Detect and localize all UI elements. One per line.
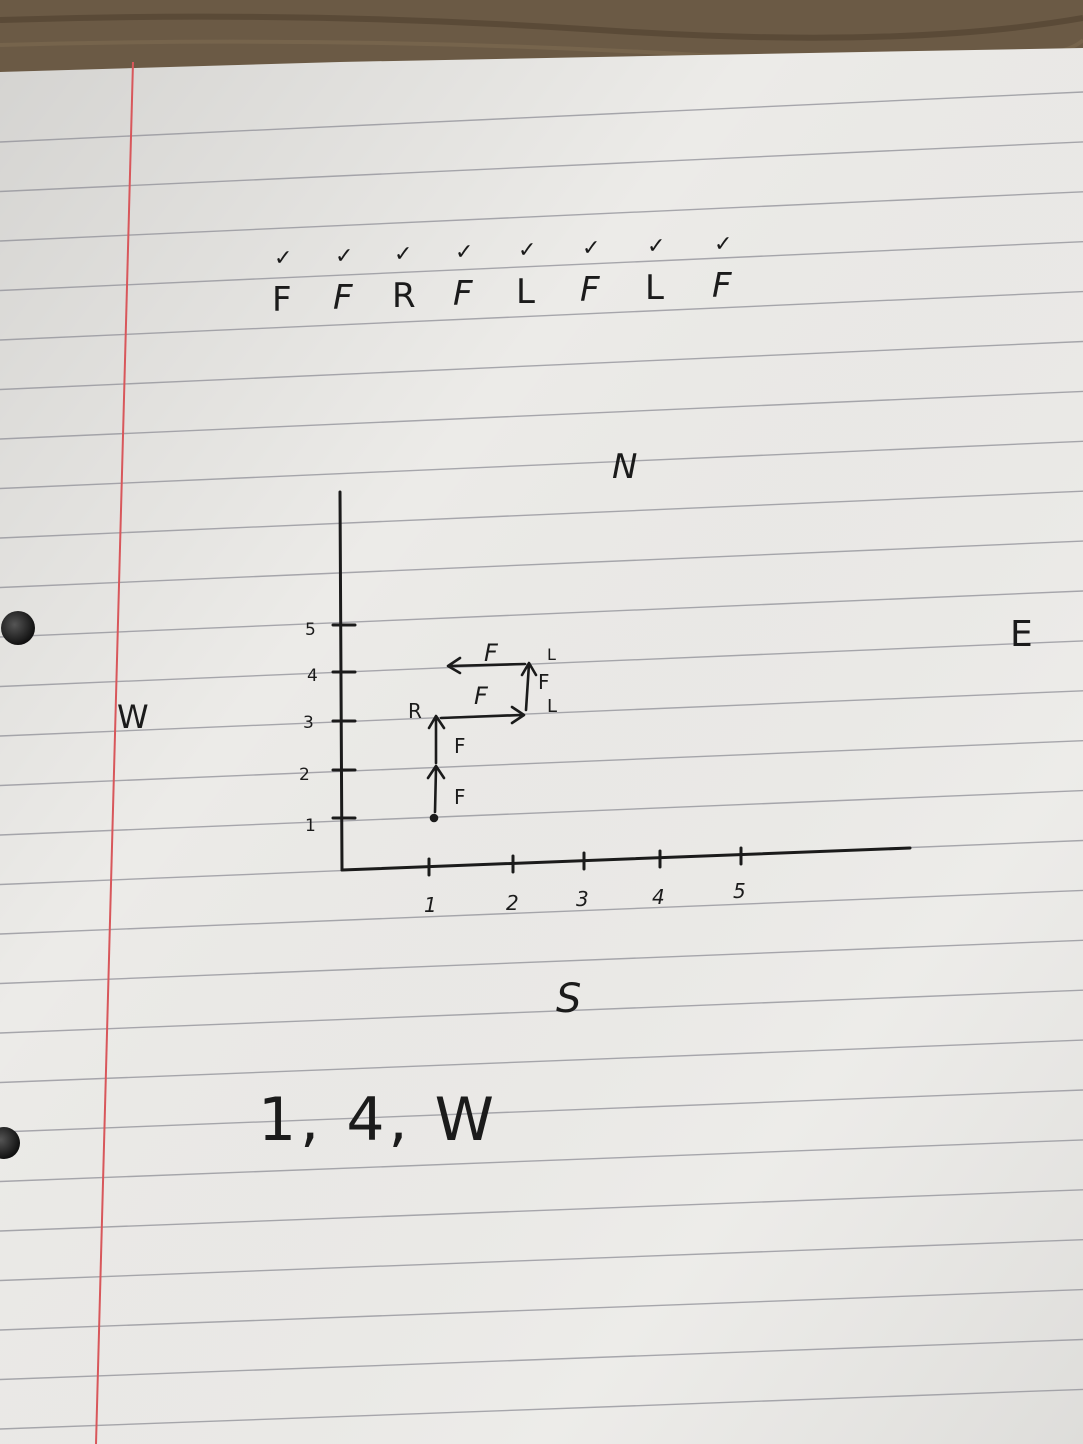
command-letter: F <box>712 266 732 306</box>
path-arrow-2 <box>427 714 446 765</box>
binder-hole <box>0 1127 20 1159</box>
command-letter: F <box>453 274 473 314</box>
rule-line <box>0 1139 1083 1183</box>
check-mark-icon: ✓ <box>647 234 665 259</box>
command-letter: F <box>580 270 600 310</box>
rule-line <box>0 889 1083 935</box>
path-arrow-5 <box>446 656 527 675</box>
x-tick-label: 4 <box>652 885 665 909</box>
rule-line <box>0 1288 1083 1331</box>
rule-line <box>0 440 1083 490</box>
label-move-5: F <box>484 639 499 667</box>
path-arrow-1 <box>426 764 446 814</box>
rule-line <box>0 1189 1083 1232</box>
command-letter: F <box>333 278 353 318</box>
compass-west: W <box>117 698 149 736</box>
y-axis-tick-labels: 1 2 3 4 5 <box>299 620 318 836</box>
label-move-3: F <box>474 682 489 710</box>
x-tick-label: 3 <box>576 887 589 911</box>
label-move-4: F <box>538 670 550 694</box>
ruled-lines <box>0 91 1083 1430</box>
coordinate-axes <box>331 490 912 877</box>
x-tick-label: 5 <box>733 879 746 903</box>
rule-line <box>0 1239 1083 1282</box>
x-tick-label: 1 <box>424 893 437 917</box>
y-tick-label: 3 <box>303 713 314 733</box>
rule-line <box>0 1089 1083 1133</box>
compass-east: E <box>1010 614 1033 655</box>
label-turn-2: L <box>547 696 557 717</box>
check-mark-icon: ✓ <box>518 238 536 263</box>
rule-line <box>0 91 1083 143</box>
path-arrow-3 <box>439 705 526 725</box>
path-arrow-4 <box>520 661 538 712</box>
rule-line <box>0 540 1083 589</box>
x-axis-tick-labels: 1 2 3 4 5 <box>424 879 746 917</box>
check-mark-icon: ✓ <box>455 240 473 265</box>
rule-line <box>0 1388 1083 1430</box>
command-letter: L <box>645 268 664 308</box>
rule-line <box>0 191 1083 242</box>
rule-line <box>0 290 1083 341</box>
label-move-2: F <box>454 734 466 758</box>
check-mark-icon: ✓ <box>582 236 600 261</box>
command-sequence: F ✓ F ✓ R ✓ F ✓ L ✓ F ✓ L ✓ F ✓ <box>272 232 732 320</box>
path-labels: F F R F L F L F <box>408 639 557 809</box>
label-move-1: F <box>454 785 466 809</box>
robot-path <box>426 656 538 823</box>
y-tick-label: 2 <box>299 765 310 785</box>
margin-line <box>95 61 134 1444</box>
rule-line <box>0 939 1083 985</box>
rule-line <box>0 1039 1083 1084</box>
rule-line <box>0 740 1083 787</box>
check-mark-icon: ✓ <box>274 246 292 271</box>
rule-line <box>0 690 1083 737</box>
command-letter: L <box>516 272 535 312</box>
command-letter: R <box>392 276 416 316</box>
rule-line <box>0 141 1083 193</box>
y-tick-label: 5 <box>305 620 316 640</box>
rule-line <box>0 241 1083 292</box>
command-letter: F <box>272 280 292 320</box>
y-tick-label: 4 <box>307 666 318 686</box>
rule-line <box>0 789 1083 836</box>
rule-line <box>0 640 1083 688</box>
y-tick-label: 1 <box>305 816 316 836</box>
rule-line <box>0 590 1083 638</box>
x-tick-label: 2 <box>506 891 519 915</box>
notebook-page <box>0 48 1083 1444</box>
check-mark-icon: ✓ <box>394 242 412 267</box>
start-point <box>429 813 439 823</box>
check-mark-icon: ✓ <box>335 244 353 269</box>
label-turn-1: R <box>408 699 422 723</box>
compass-north: N <box>612 447 637 487</box>
rule-line <box>0 989 1083 1034</box>
rule-line <box>0 390 1083 440</box>
rule-line <box>0 340 1083 391</box>
rule-line <box>0 490 1083 539</box>
check-mark-icon: ✓ <box>714 232 732 257</box>
compass-south: S <box>556 976 581 1022</box>
rule-line <box>0 1338 1083 1381</box>
binder-hole <box>1 611 35 645</box>
final-answer: 1, 4, W <box>258 1085 498 1155</box>
label-turn-3: L <box>547 645 556 664</box>
